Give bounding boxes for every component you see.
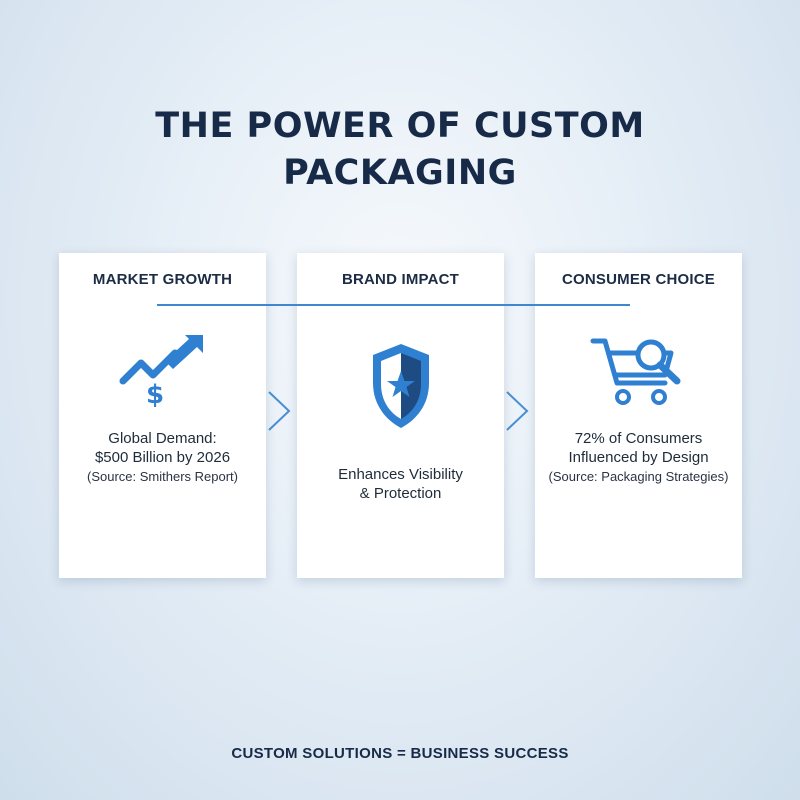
connector-line (157, 304, 630, 306)
card-line: $500 Billion by 2026 (94, 449, 231, 466)
cart-search-icon (590, 338, 680, 405)
card-consumer-choice: CONSUMER CHOICE 72% of Consumers Influen… (535, 253, 742, 578)
card-line: Enhances Visibility (338, 466, 463, 483)
card-title: BRAND IMPACT (341, 271, 460, 288)
title-line-2: PACKAGING (283, 153, 517, 193)
footer-tagline: CUSTOM SOLUTIONS = BUSINESS SUCCESS (231, 745, 569, 762)
card-title: CONSUMER CHOICE (561, 271, 715, 288)
card-brand-impact: BRAND IMPACT Enhances Visibility & Prote… (297, 253, 504, 578)
svg-text:$: $ (145, 380, 163, 409)
card-title: MARKET GROWTH (92, 271, 233, 288)
card-line: 72% of Consumers (574, 430, 703, 447)
page-title: THE POWER OF CUSTOM PACKAGING (0, 103, 800, 197)
trend-up-dollar-icon: $ (119, 335, 203, 409)
card-body: Enhances Visibility & Protection (297, 465, 504, 503)
card-body: 72% of Consumers Influenced by Design (S… (535, 429, 742, 486)
chevron-right-icon (268, 391, 291, 431)
card-body: Global Demand: $500 Billion by 2026 (Sou… (59, 429, 266, 486)
card-line: & Protection (359, 485, 442, 502)
card-line: Global Demand: (108, 430, 217, 447)
card-source: (Source: Packaging Strategies) (548, 469, 729, 484)
title-line-1: THE POWER OF CUSTOM (155, 106, 645, 146)
chevron-right-icon (506, 391, 529, 431)
card-line: Influenced by Design (568, 449, 709, 466)
card-source: (Source: Smithers Report) (87, 469, 238, 484)
shield-star-icon (372, 344, 429, 428)
card-market-growth: MARKET GROWTH $ Global Demand: $500 Bill… (59, 253, 266, 578)
